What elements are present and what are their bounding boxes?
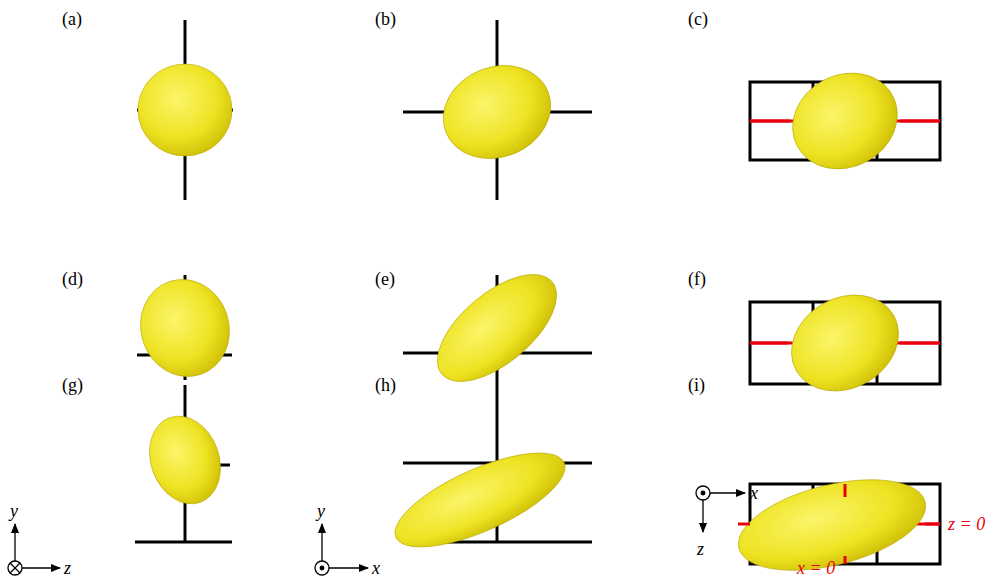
axis-label: z bbox=[697, 540, 704, 558]
axis-label: x bbox=[372, 559, 380, 577]
axis-label: y bbox=[317, 502, 325, 520]
panel-label: (c) bbox=[688, 10, 708, 28]
panel-label: (e) bbox=[375, 270, 395, 288]
axis-label: y bbox=[10, 502, 18, 520]
panel-label: (h) bbox=[375, 376, 396, 394]
axis-label: z bbox=[64, 559, 71, 577]
plane-label: x = 0 bbox=[797, 559, 835, 577]
plane-label: z = 0 bbox=[948, 515, 985, 533]
panel-label: (i) bbox=[688, 376, 705, 394]
panel-label: (b) bbox=[375, 10, 396, 28]
panel-label: (g) bbox=[62, 376, 83, 394]
panel-label: (d) bbox=[62, 270, 83, 288]
panel-label: (a) bbox=[62, 10, 82, 28]
panel-label: (f) bbox=[688, 270, 706, 288]
axis-label: x bbox=[750, 484, 758, 502]
